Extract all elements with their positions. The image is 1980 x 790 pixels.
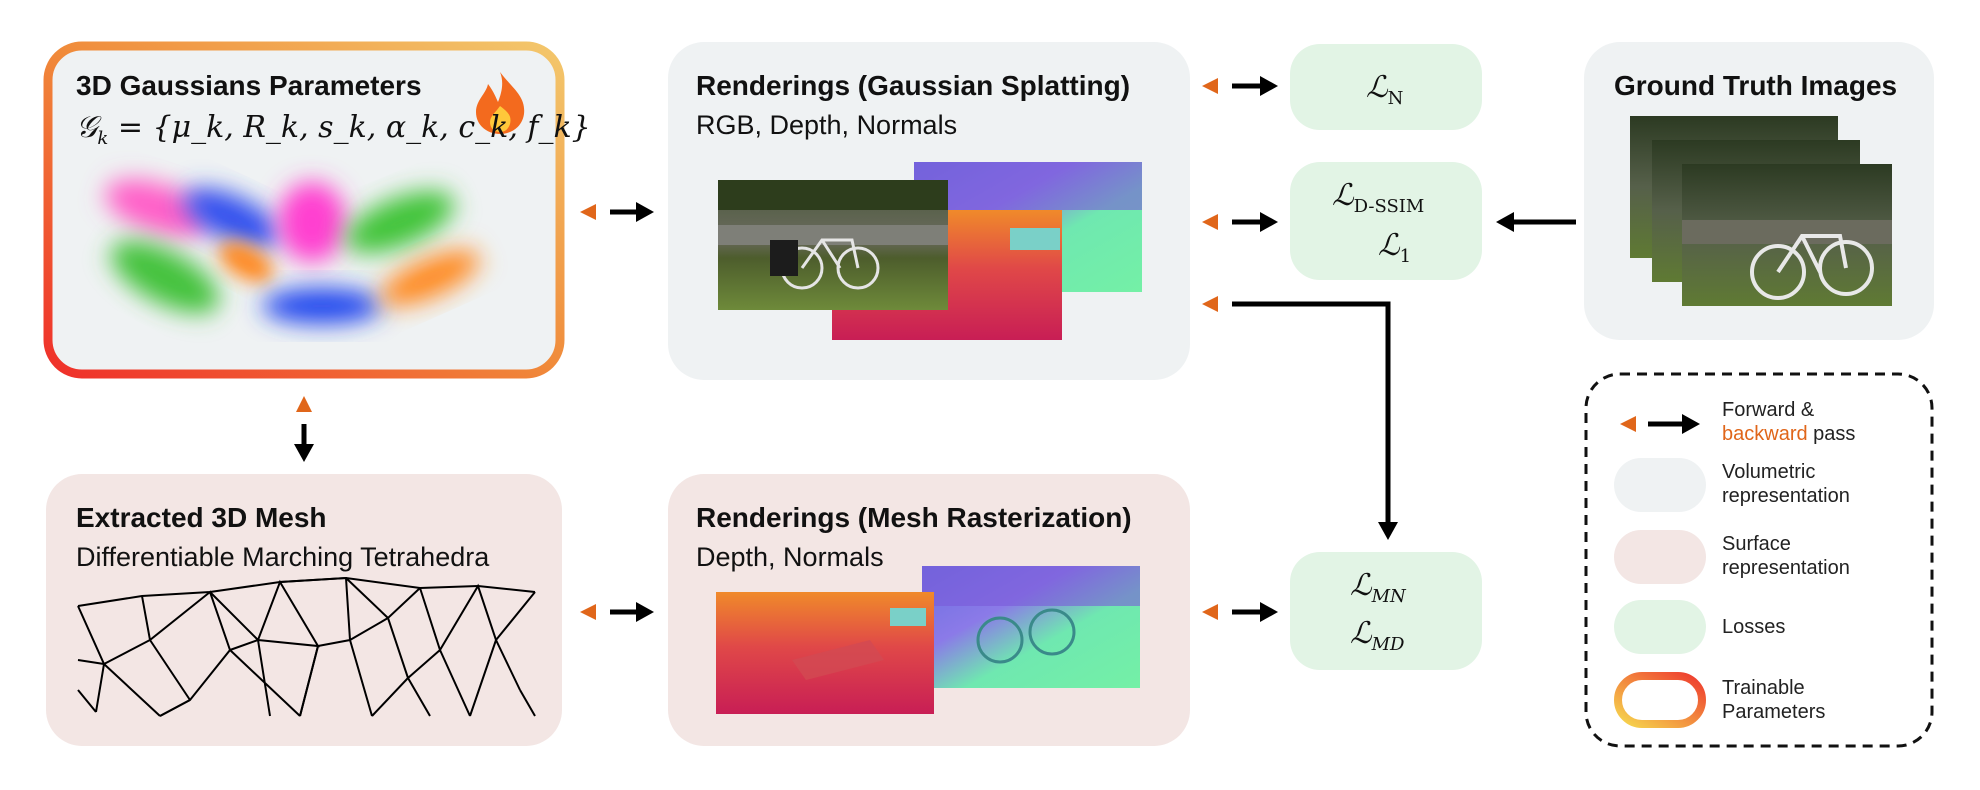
fb-arrow-mesh-rendermesh (580, 602, 654, 622)
legend-backward-word: backward (1722, 423, 1808, 445)
legend-volumetric-label: Volumetric representation (1722, 461, 1850, 507)
legend-surface-label: Surface representation (1722, 533, 1850, 579)
legend-volumetric-swatch (1614, 458, 1706, 512)
legend-box (1584, 372, 1934, 748)
legend-losses-label: Losses (1722, 616, 1786, 638)
renderings-mesh-title: Renderings (Mesh Rasterization) (696, 502, 1132, 533)
legend-trainable-label: Trainable Parameters (1722, 677, 1826, 723)
loss-normal-box (1290, 44, 1482, 130)
legend-arrow-icon (1620, 414, 1700, 434)
loss-md-label: ℒMD (1350, 616, 1405, 655)
loss-dssim-label: ℒD-SSIM (1332, 178, 1425, 217)
gaussian-blobs-illustration (105, 179, 480, 324)
fb-arrow-gaussians-gs (580, 202, 654, 222)
fire-icon (476, 72, 525, 134)
legend-trainable-swatch (1614, 672, 1706, 728)
loss-mn-label: ℒMN (1350, 568, 1406, 607)
legend-forward-label: Forward & backward pass (1722, 399, 1856, 445)
loss-l1-label: ℒ1 (1378, 228, 1412, 267)
ground-truth-title: Ground Truth Images (1614, 70, 1898, 101)
formula-subscript: k (97, 128, 109, 149)
gt-to-loss-arrow (1496, 212, 1576, 232)
gaussians-formula: 𝒢k = {μ_k, R_k, s_k, α_k, c_k, f_k} (76, 110, 591, 149)
formula-set: = {μ_k, R_k, s_k, α_k, c_k, f_k} (108, 110, 591, 145)
renderings-gs-images (718, 162, 1142, 340)
fb-arrow-gs-ln (1202, 76, 1278, 96)
legend-surface-swatch (1614, 530, 1706, 584)
loss-dssim-l1-box (1290, 162, 1482, 280)
loss-normal-label: ℒN (1366, 70, 1404, 109)
formula-symbol: 𝒢 (76, 110, 98, 145)
renderings-mesh-images (716, 566, 1140, 714)
ground-truth-images (1630, 116, 1892, 306)
renderings-gs-subtitle: RGB, Depth, Normals (696, 110, 958, 140)
renderings-gs-title: Renderings (Gaussian Splatting) (696, 70, 1131, 101)
mesh-subtitle: Differentiable Marching Tetrahedra (76, 542, 490, 572)
legend-losses-swatch (1614, 600, 1706, 654)
mesh-illustration (77, 576, 536, 717)
mesh-title: Extracted 3D Mesh (76, 502, 327, 533)
loss-mesh-box (1290, 552, 1482, 670)
fb-arrow-gs-dssim (1202, 212, 1278, 232)
renderings-mesh-subtitle: Depth, Normals (696, 542, 884, 572)
fb-arrow-rendermesh-loss (1202, 602, 1278, 622)
fb-arrow-gs-to-mesh-loss (1202, 296, 1398, 540)
gaussians-title: 3D Gaussians Parameters (76, 70, 422, 101)
fb-arrow-gaussians-mesh (294, 396, 314, 462)
